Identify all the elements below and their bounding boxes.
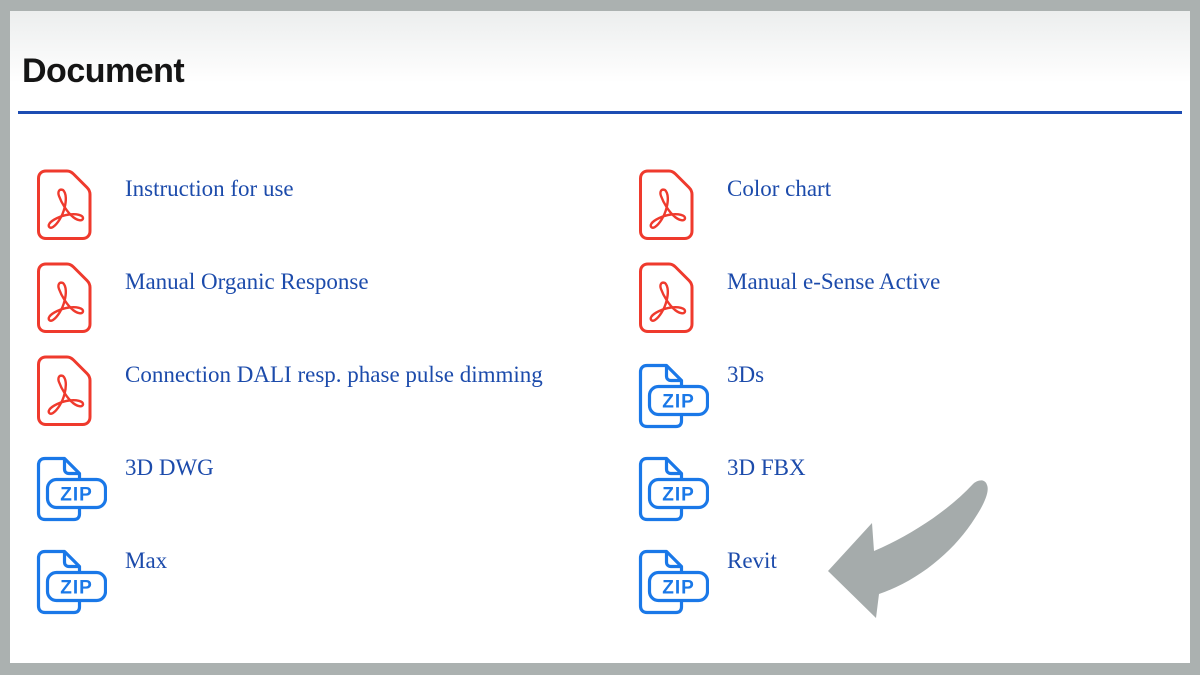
document-link[interactable]: 3D FBX <box>727 455 806 480</box>
pdf-file-icon <box>637 262 727 335</box>
zip-file-icon: ZIP <box>637 355 727 429</box>
zip-badge-label: ZIP <box>662 578 695 599</box>
zip-file-icon: ZIP <box>637 448 727 522</box>
document-link[interactable]: Max <box>125 548 168 573</box>
document-link[interactable]: Manual Organic Response <box>125 269 369 294</box>
zip-badge-label: ZIP <box>60 578 93 599</box>
zip-file-icon: ZIP <box>35 541 125 615</box>
document-item[interactable]: Instruction for use <box>35 169 595 262</box>
zip-file-icon: ZIP <box>637 541 727 615</box>
document-item[interactable]: Connection DALI resp. phase pulse dimmin… <box>35 355 595 448</box>
document-item[interactable]: Color chart <box>637 169 1197 262</box>
document-link[interactable]: Color chart <box>727 176 832 201</box>
document-item[interactable]: ZIP 3D FBX <box>637 448 1197 541</box>
document-item[interactable]: ZIP Max <box>35 541 595 634</box>
zip-badge-label: ZIP <box>662 392 695 413</box>
page-title: Document <box>22 52 185 90</box>
document-link[interactable]: Instruction for use <box>125 176 294 201</box>
pdf-file-icon <box>637 169 727 242</box>
document-list-right: Color chart Manual e-Sense Active ZIP <box>637 169 1197 634</box>
document-link[interactable]: 3Ds <box>727 362 765 387</box>
pdf-file-icon <box>35 355 125 428</box>
pdf-file-icon <box>35 169 125 242</box>
zip-badge-label: ZIP <box>662 485 695 506</box>
document-link[interactable]: Manual e-Sense Active <box>727 269 941 294</box>
title-underline <box>18 111 1182 114</box>
document-list-left: Instruction for use Manual Organic Respo… <box>35 169 595 634</box>
document-link[interactable]: Revit <box>727 548 777 573</box>
zip-badge-label: ZIP <box>60 485 93 506</box>
document-item[interactable]: Manual Organic Response <box>35 262 595 355</box>
top-gradient <box>10 11 1190 83</box>
document-item[interactable]: ZIP 3Ds <box>637 355 1197 448</box>
pdf-file-icon <box>35 262 125 335</box>
document-link[interactable]: Connection DALI resp. phase pulse dimmin… <box>125 362 543 387</box>
document-item[interactable]: Manual e-Sense Active <box>637 262 1197 355</box>
document-panel: Document Instruction for use Manual Orga… <box>10 11 1190 663</box>
document-link[interactable]: 3D DWG <box>125 455 214 480</box>
document-item[interactable]: ZIP Revit <box>637 541 1197 634</box>
document-item[interactable]: ZIP 3D DWG <box>35 448 595 541</box>
zip-file-icon: ZIP <box>35 448 125 522</box>
